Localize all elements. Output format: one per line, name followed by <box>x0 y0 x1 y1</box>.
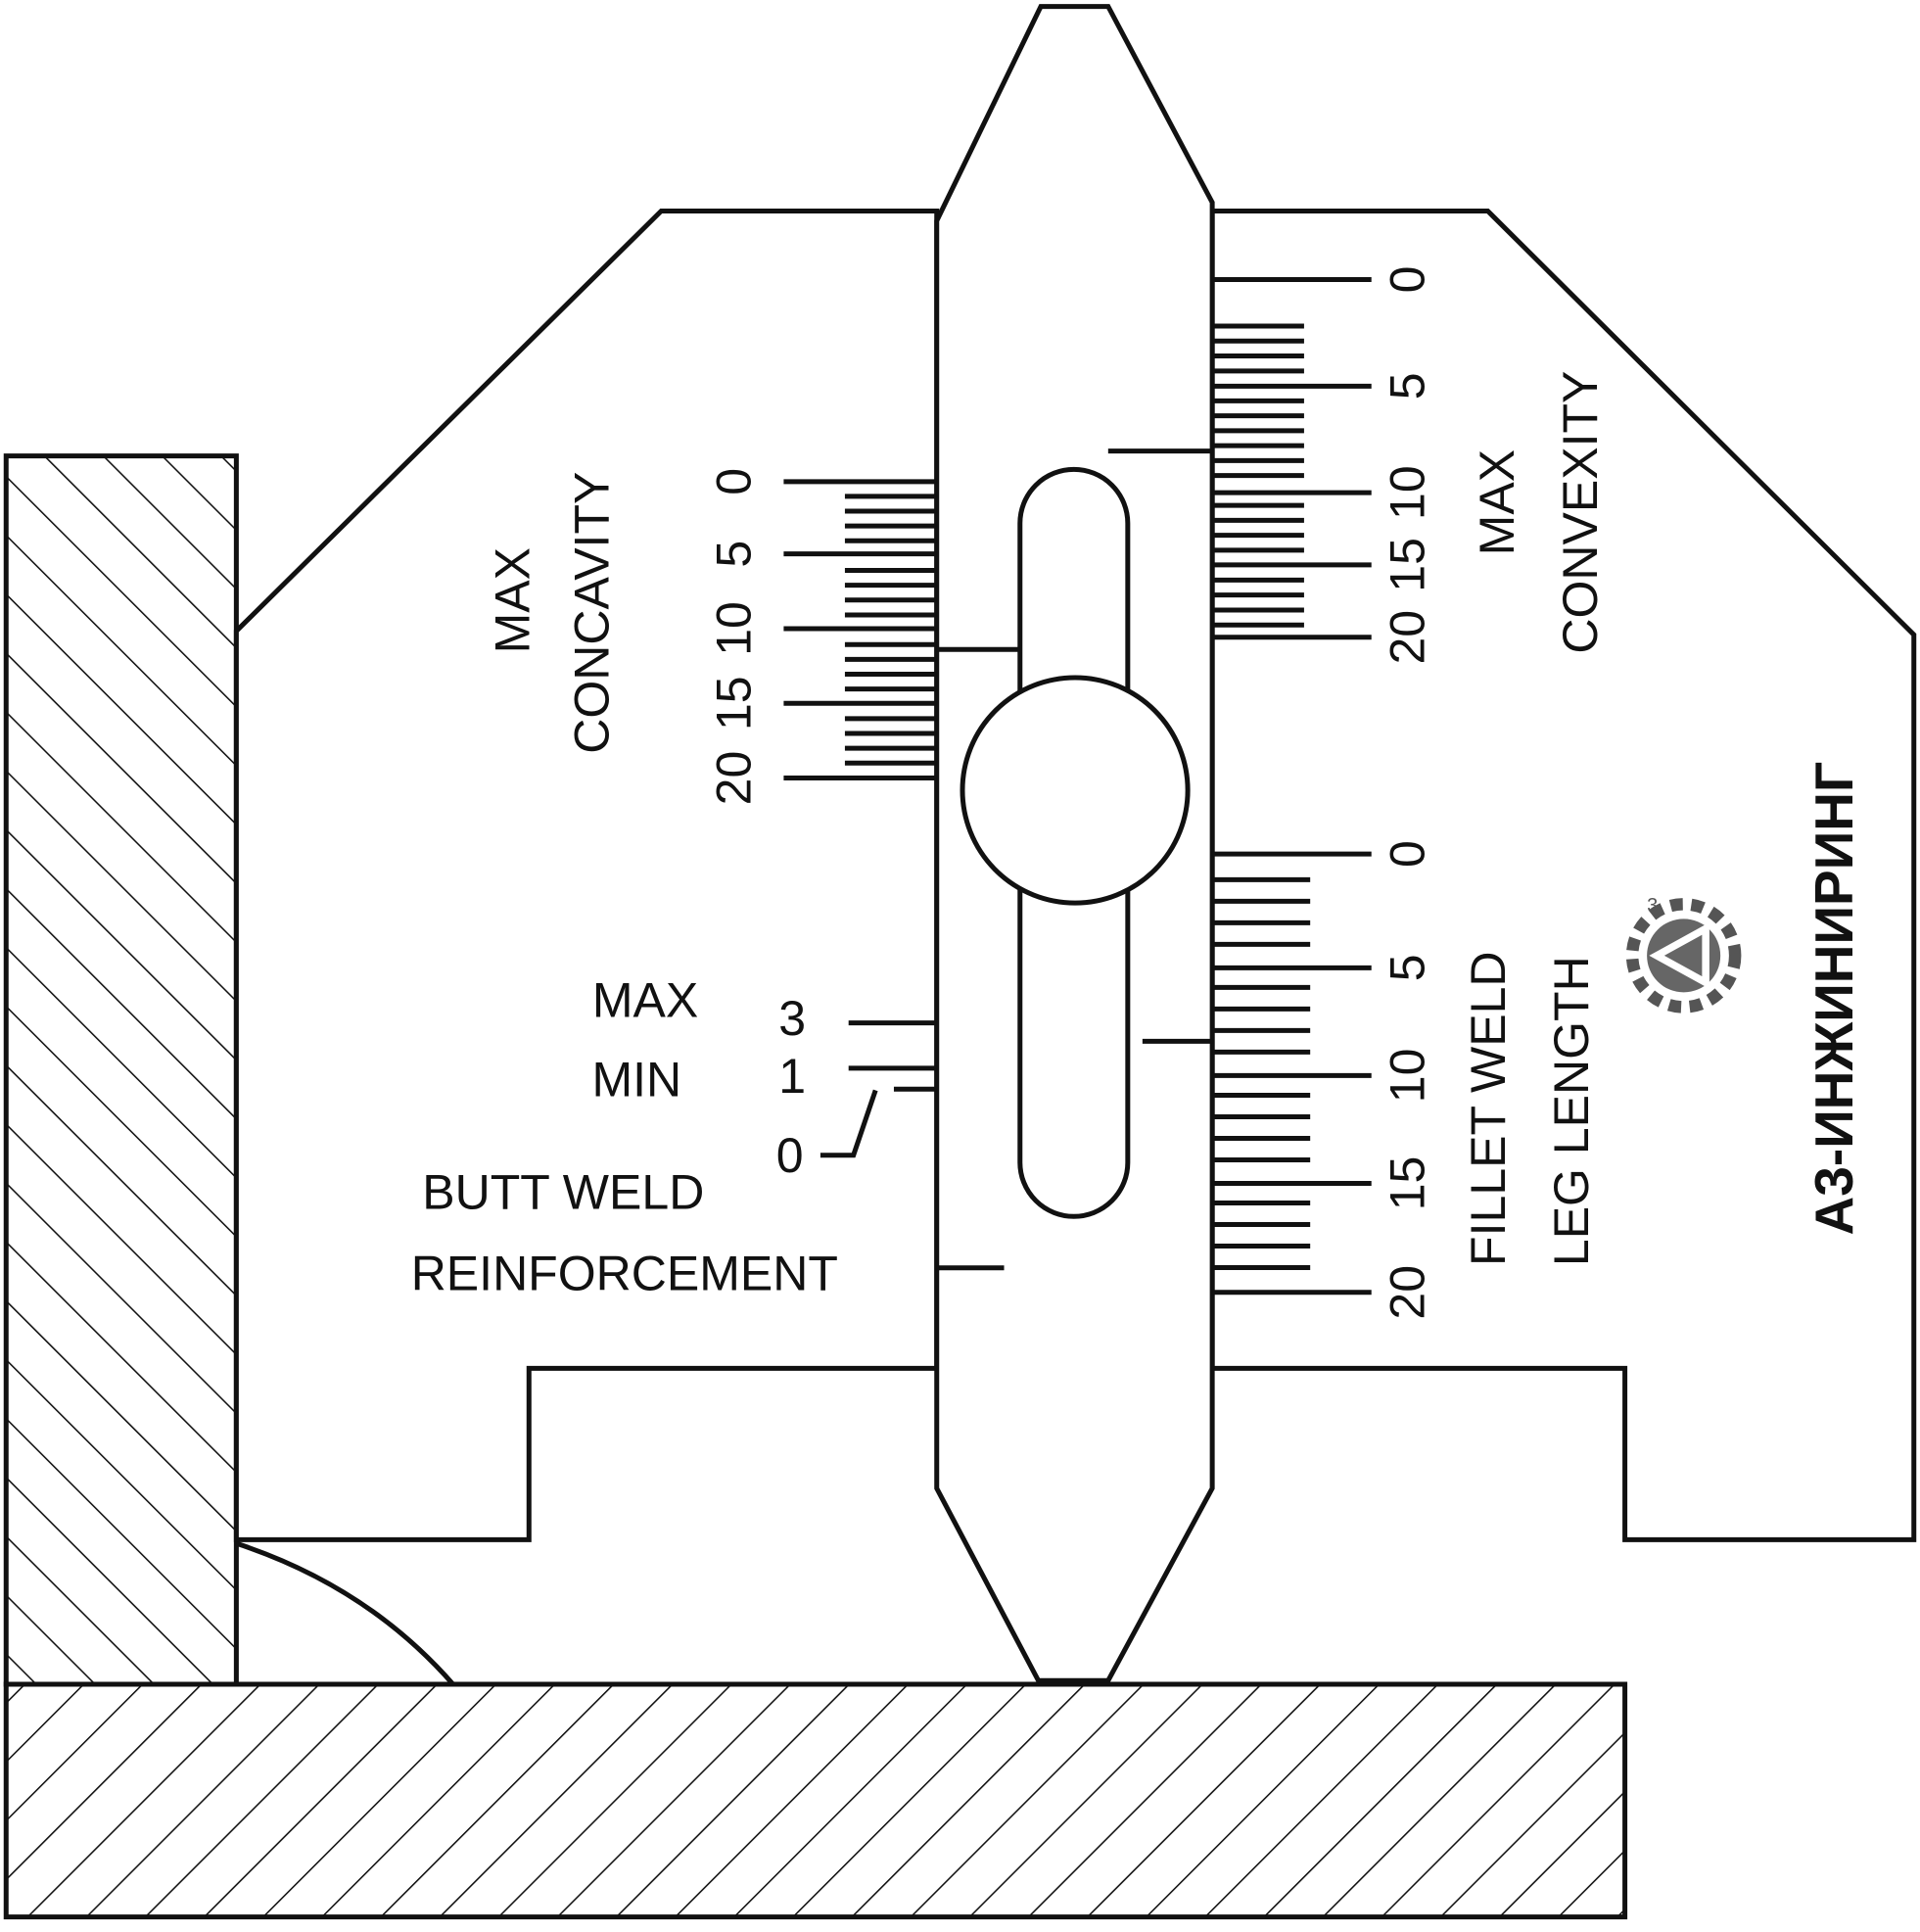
max-concavity-label: CONCAVITY <box>565 472 620 754</box>
max-convexity-label: CONVEXITY <box>1553 371 1608 654</box>
concavity-tick-label: 0 <box>707 468 762 495</box>
max-concavity-label: MAX <box>485 547 539 653</box>
butt-max-label: MAX <box>592 972 698 1027</box>
butt-weld-title: REINFORCEMENT <box>411 1246 838 1300</box>
concavity-tick-label: 10 <box>707 601 762 656</box>
brand-name: А3-ИНЖИНИРИНГ <box>1803 762 1864 1236</box>
butt-leader-0 <box>820 1089 878 1158</box>
gauge-body <box>233 208 1917 1542</box>
fillet-weld-label: LEG LENGTH <box>1544 956 1599 1266</box>
convexity-tick-label: 15 <box>1380 538 1434 592</box>
convexity-tick-label: 5 <box>1380 372 1434 400</box>
max-convexity-label: MAX <box>1470 449 1524 555</box>
concavity-tick-label: 20 <box>707 751 762 806</box>
fillet-tick-label: 15 <box>1380 1156 1434 1211</box>
butt-weld-title: BUTT WELD <box>422 1165 704 1220</box>
fillet-weld-bead <box>235 1540 455 1686</box>
fillet-tick-label: 5 <box>1380 954 1434 981</box>
butt-min-label: MIN <box>591 1053 681 1107</box>
svg-text:3: 3 <box>1647 895 1658 917</box>
concavity-tick-label: 5 <box>707 541 762 568</box>
convexity-tick-label: 10 <box>1380 465 1434 520</box>
brand-logo-icon: 3 <box>1625 895 1742 1013</box>
vertical-plate <box>3 453 239 1687</box>
fillet-tick-label: 0 <box>1380 840 1434 868</box>
butt-label-0: 0 <box>776 1128 804 1183</box>
fillet-tick-label: 20 <box>1380 1265 1434 1320</box>
butt-label-1: 1 <box>778 1049 806 1104</box>
convexity-tick-label: 20 <box>1380 610 1434 665</box>
convexity-tick-label: 0 <box>1380 266 1434 294</box>
fillet-weld-label: FILLET WELD <box>1461 951 1516 1266</box>
concavity-tick-label: 15 <box>707 676 762 730</box>
locking-screw <box>960 675 1191 906</box>
fillet-tick-label: 10 <box>1380 1049 1434 1104</box>
butt-label-3: 3 <box>778 991 806 1046</box>
horizontal-plate <box>3 1681 1628 1920</box>
